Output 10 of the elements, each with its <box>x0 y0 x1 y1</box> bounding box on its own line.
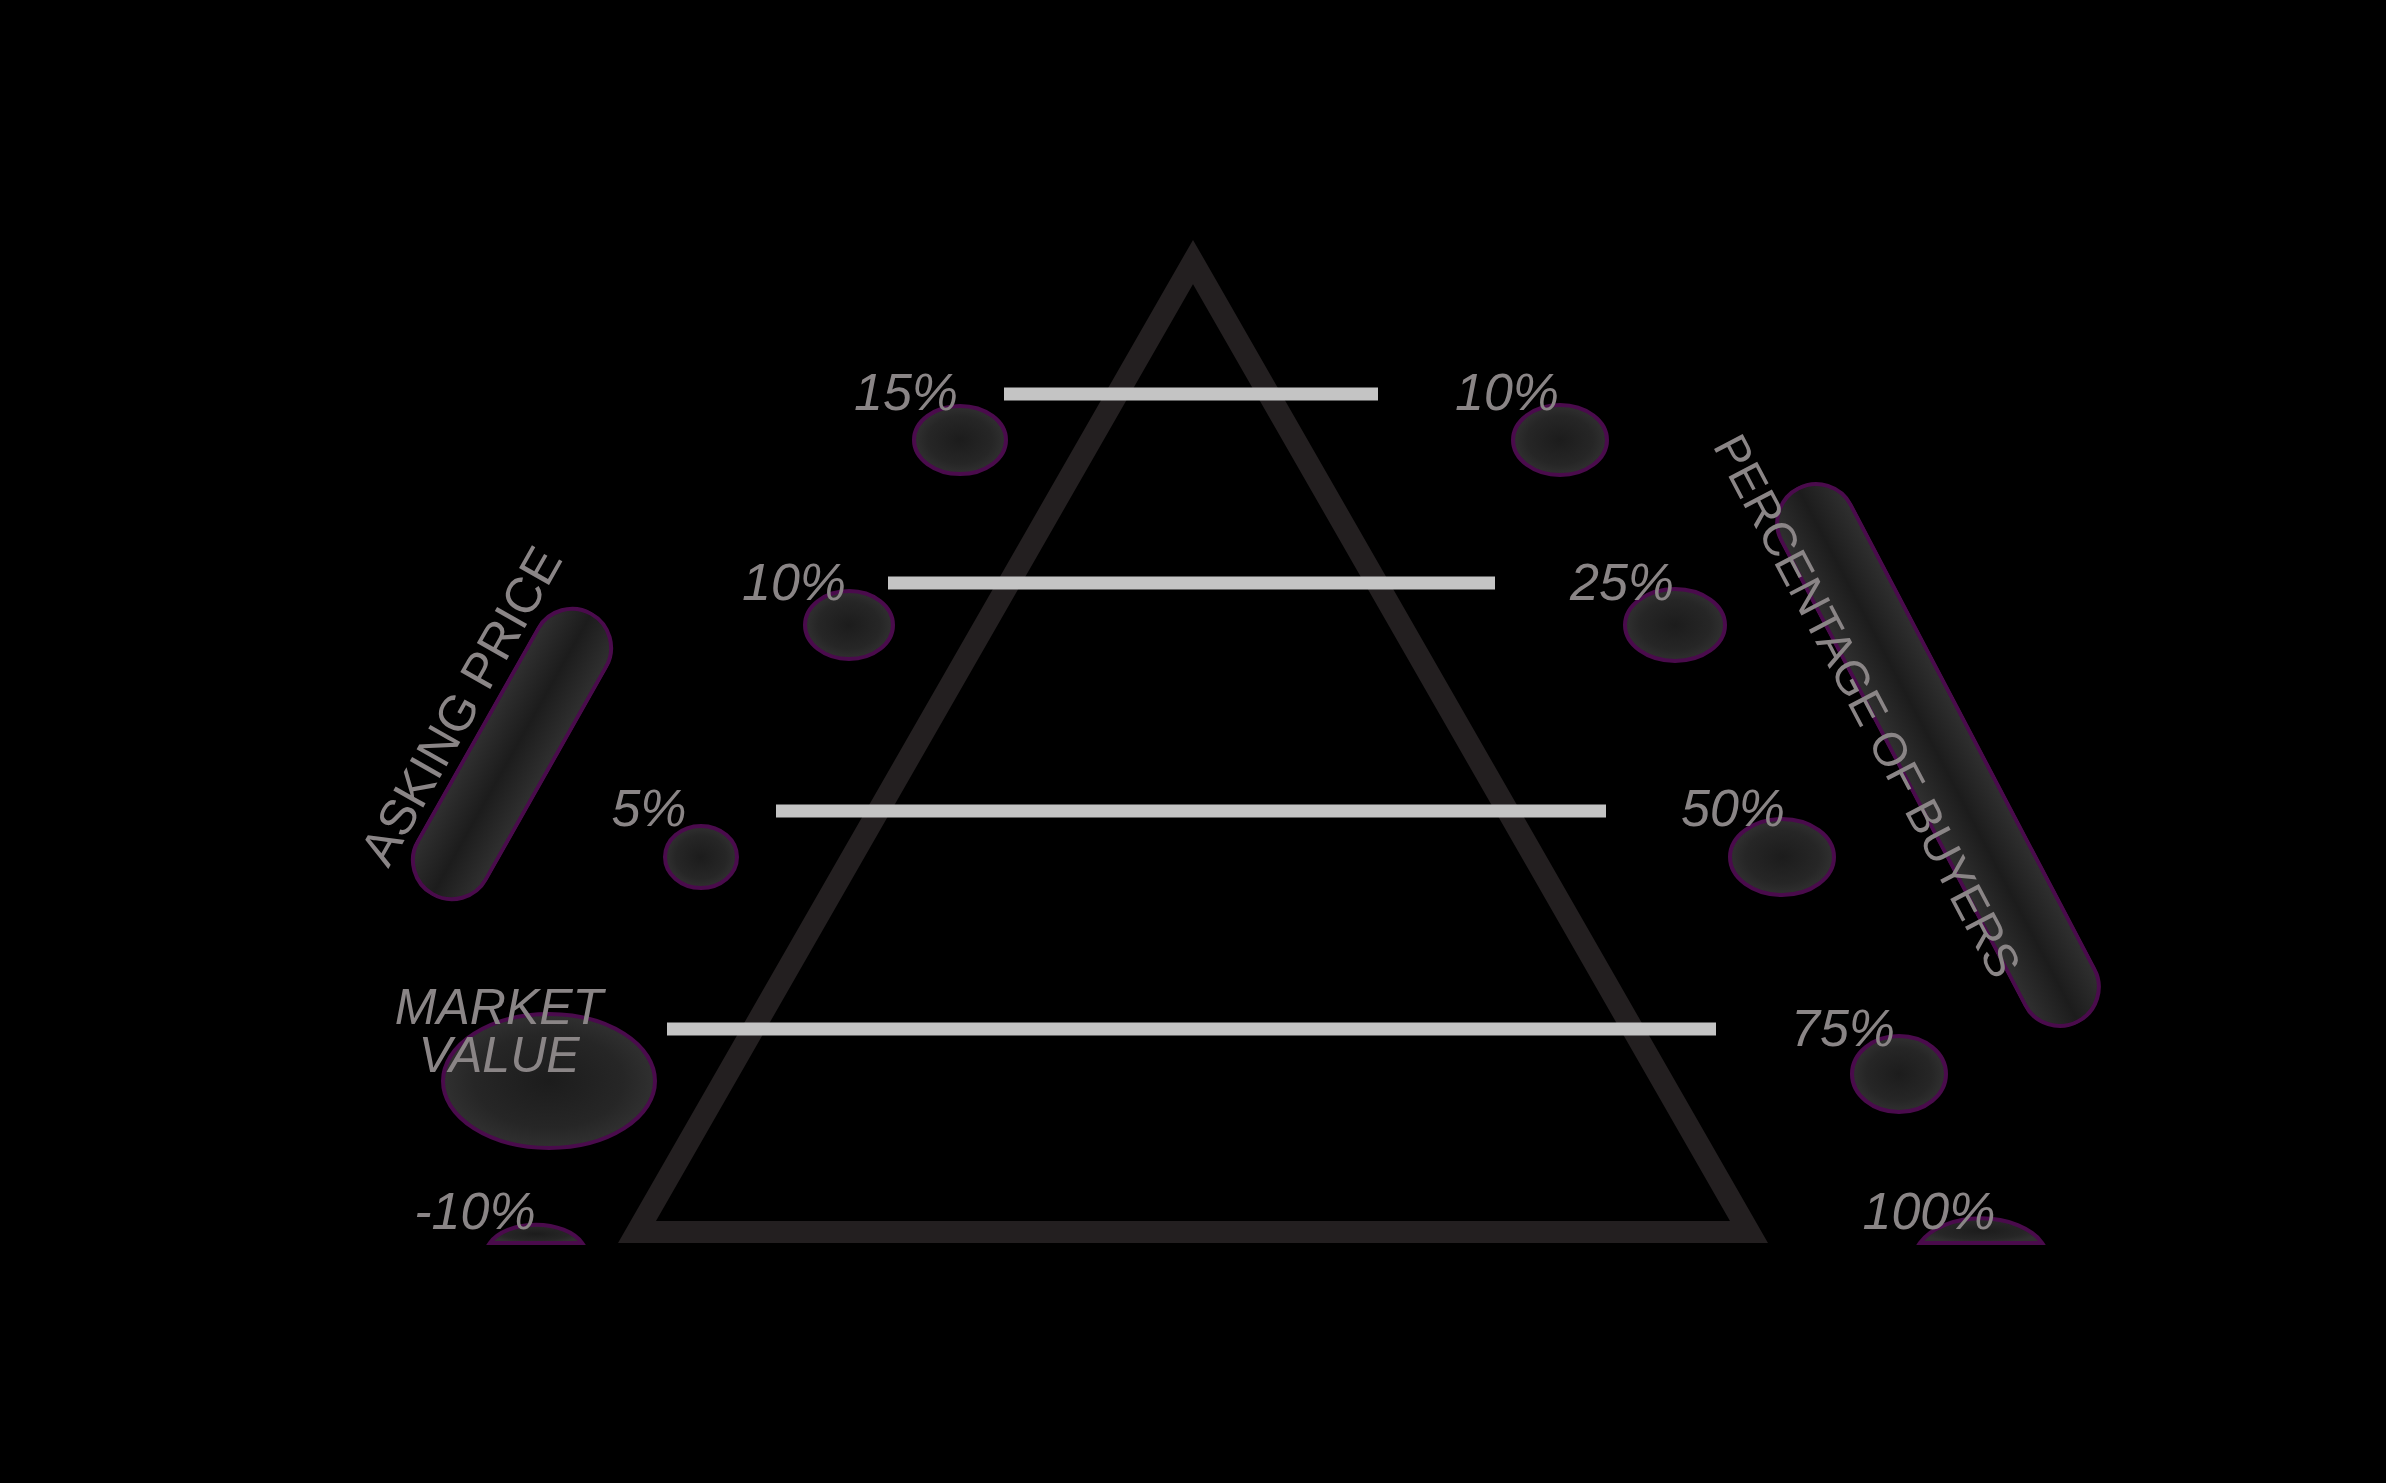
percentage-label: 15% <box>853 366 959 418</box>
percentage-label: 5% <box>611 782 687 834</box>
percentage-label: 50% <box>1680 782 1786 834</box>
percentage-label: 100% <box>1862 1185 1996 1237</box>
percentage-label: 10% <box>741 556 847 608</box>
percentage-label: -10% <box>414 1185 536 1237</box>
percentage-label: 10% <box>1454 366 1560 418</box>
level-label: MARKET VALUE <box>393 983 607 1079</box>
percentage-label: 25% <box>1569 556 1675 608</box>
percentage-label: 75% <box>1790 1002 1896 1054</box>
